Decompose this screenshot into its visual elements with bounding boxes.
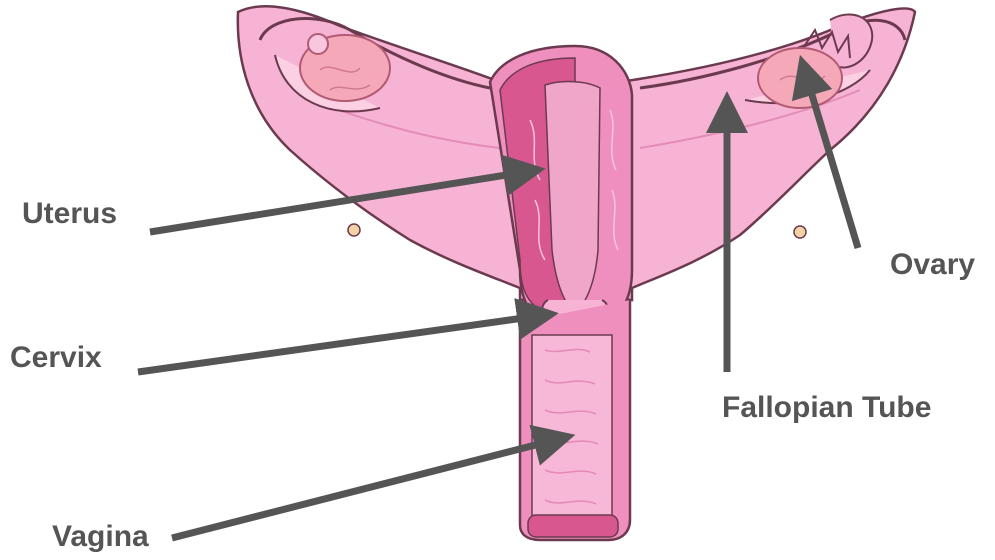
left-ovary <box>300 34 390 101</box>
cervix-arrow <box>138 316 538 372</box>
right-ovary <box>758 48 842 108</box>
uterus-label: Uterus <box>22 199 117 229</box>
vagina <box>520 300 630 540</box>
cervix-label: Cervix <box>10 343 102 373</box>
vagina-label: Vagina <box>52 522 149 552</box>
fallopian-tube-label: Fallopian Tube <box>722 393 931 423</box>
vagina-arrow <box>172 440 555 538</box>
ovary-label: Ovary <box>890 250 975 280</box>
